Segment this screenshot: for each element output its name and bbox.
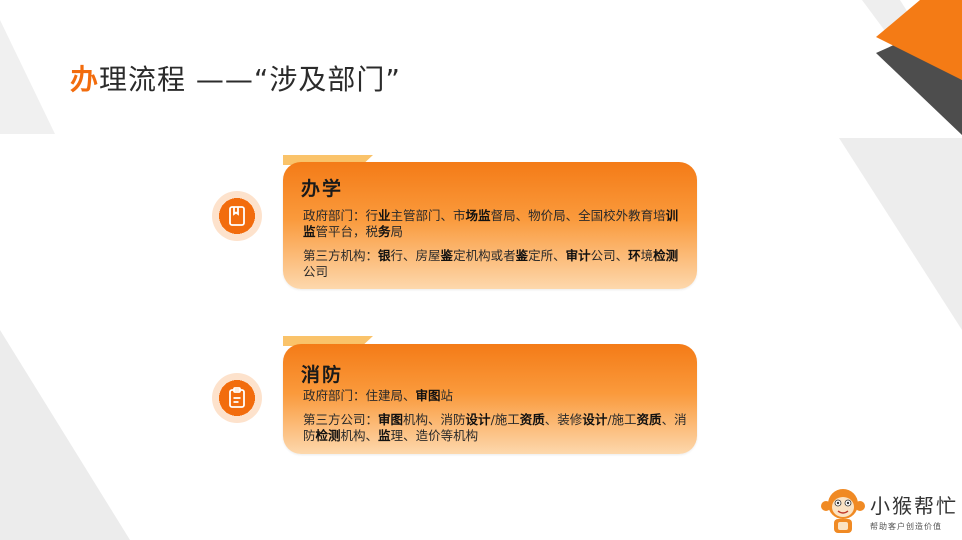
card-title: 消防: [301, 364, 344, 386]
title-text: 理流程 ——“涉及部门”: [99, 63, 401, 96]
emphasis-text: 银: [378, 248, 391, 263]
card-tab: [283, 155, 373, 165]
emphasis-text: 业: [378, 208, 391, 223]
text-segment: 政府部门：行: [303, 208, 379, 223]
card-banxue: 办学 政府部门：行业主管部门、市场监督局、物价局、全国校外教育培训监管平台，税务…: [283, 162, 697, 289]
text-segment: 机构、消防: [403, 412, 466, 427]
title-accent: 办: [70, 63, 100, 96]
logo-slogan: 帮助客户创造价值: [870, 522, 942, 531]
text-segment: /施工: [607, 412, 637, 427]
text-segment: 行、房屋: [390, 248, 441, 263]
text-segment: 定机构或者: [453, 248, 516, 263]
card-title: 办学: [301, 178, 344, 200]
clipboard-icon: [212, 373, 262, 423]
text-segment: 站: [440, 388, 454, 403]
logo-name: 小猴帮忙: [870, 494, 958, 518]
card-line-gov: 政府部门：住建局、审图站: [303, 388, 687, 404]
emphasis-text: 鉴: [440, 248, 454, 263]
text-segment: 管平台，税: [315, 224, 379, 239]
text-segment: 局: [390, 224, 404, 239]
emphasis-text: 检测: [653, 248, 679, 263]
emphasis-text: 审计: [565, 248, 591, 263]
text-segment: 定所、: [528, 248, 566, 263]
text-segment: 境: [640, 248, 654, 263]
text-segment: 公司、: [590, 248, 629, 263]
emphasis-text: 检测: [315, 428, 341, 443]
text-segment: 、装修: [544, 412, 583, 427]
notebook-icon: [212, 191, 262, 241]
card-line-third: 第三方公司：审图机构、消防设计/施工资质、装修设计/施工资质、消防检测机构、监理…: [303, 412, 687, 444]
text-segment: 第三方机构：: [303, 248, 379, 263]
emphasis-text: 审图: [415, 388, 441, 403]
emphasis-text: 资质: [519, 412, 545, 427]
brand-logo: 小猴帮忙 帮助客户创造价值: [818, 482, 962, 540]
text-segment: 主管部门、市: [390, 208, 466, 223]
text-segment: 理、造价等机构: [390, 428, 479, 443]
text-segment: 督局、物价局、全国校外教育培: [490, 208, 666, 223]
card-line-third: 第三方机构：银行、房屋鉴定机构或者鉴定所、审计公司、环境检测公司: [303, 248, 687, 280]
text-segment: 政府部门：住建局、: [303, 388, 416, 403]
text-segment: 机构、: [340, 428, 379, 443]
emphasis-text: 审图: [378, 412, 404, 427]
page-title: 办理流程 ——“涉及部门”: [70, 58, 401, 98]
text-segment: 公司: [303, 264, 329, 279]
emphasis-text: 训监: [303, 208, 679, 239]
emphasis-text: 环: [628, 248, 641, 263]
emphasis-text: 设计: [582, 412, 608, 427]
text-segment: 第三方公司：: [303, 412, 379, 427]
emphasis-text: 监: [378, 428, 391, 443]
emphasis-text: 资质: [636, 412, 662, 427]
emphasis-text: 鉴: [515, 248, 529, 263]
card-xiaofang: 消防 政府部门：住建局、审图站 第三方公司：审图机构、消防设计/施工资质、装修设…: [283, 344, 697, 454]
text-segment: 、消防: [303, 412, 687, 443]
emphasis-text: 务: [378, 224, 391, 239]
card-line-gov: 政府部门：行业主管部门、市场监督局、物价局、全国校外教育培训监管平台，税务局: [303, 208, 687, 240]
monkey-mascot-icon: [821, 489, 865, 533]
text-segment: /施工: [490, 412, 520, 427]
emphasis-text: 设计: [465, 412, 491, 427]
card-tab: [283, 336, 373, 346]
emphasis-text: 场监: [465, 208, 491, 223]
